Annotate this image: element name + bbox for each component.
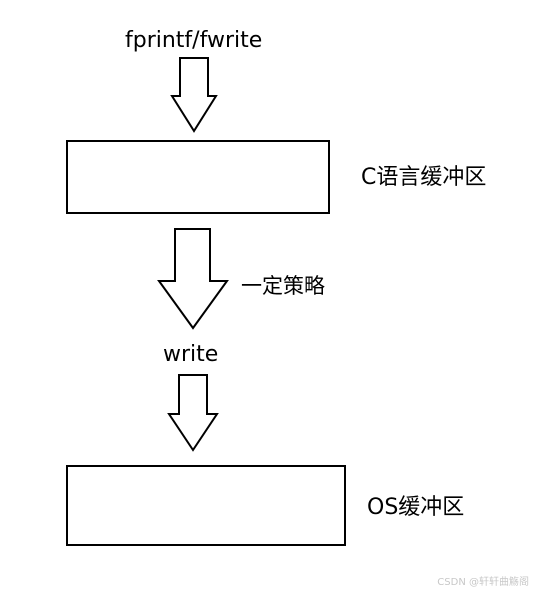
arrow-down-icon xyxy=(167,374,219,452)
fprintf-fwrite-label: fprintf/fwrite xyxy=(125,28,263,53)
arrow-down-icon xyxy=(157,228,229,330)
os-buffer-box xyxy=(66,465,346,546)
write-label: write xyxy=(163,342,219,367)
c-buffer-box xyxy=(66,140,330,214)
arrow-down-icon xyxy=(170,57,218,133)
watermark: CSDN @轩轩曲觞阁 xyxy=(437,577,529,588)
os-buffer-label: OS缓冲区 xyxy=(367,495,465,520)
c-buffer-label: C语言缓冲区 xyxy=(361,165,487,190)
strategy-label: 一定策略 xyxy=(241,274,325,298)
